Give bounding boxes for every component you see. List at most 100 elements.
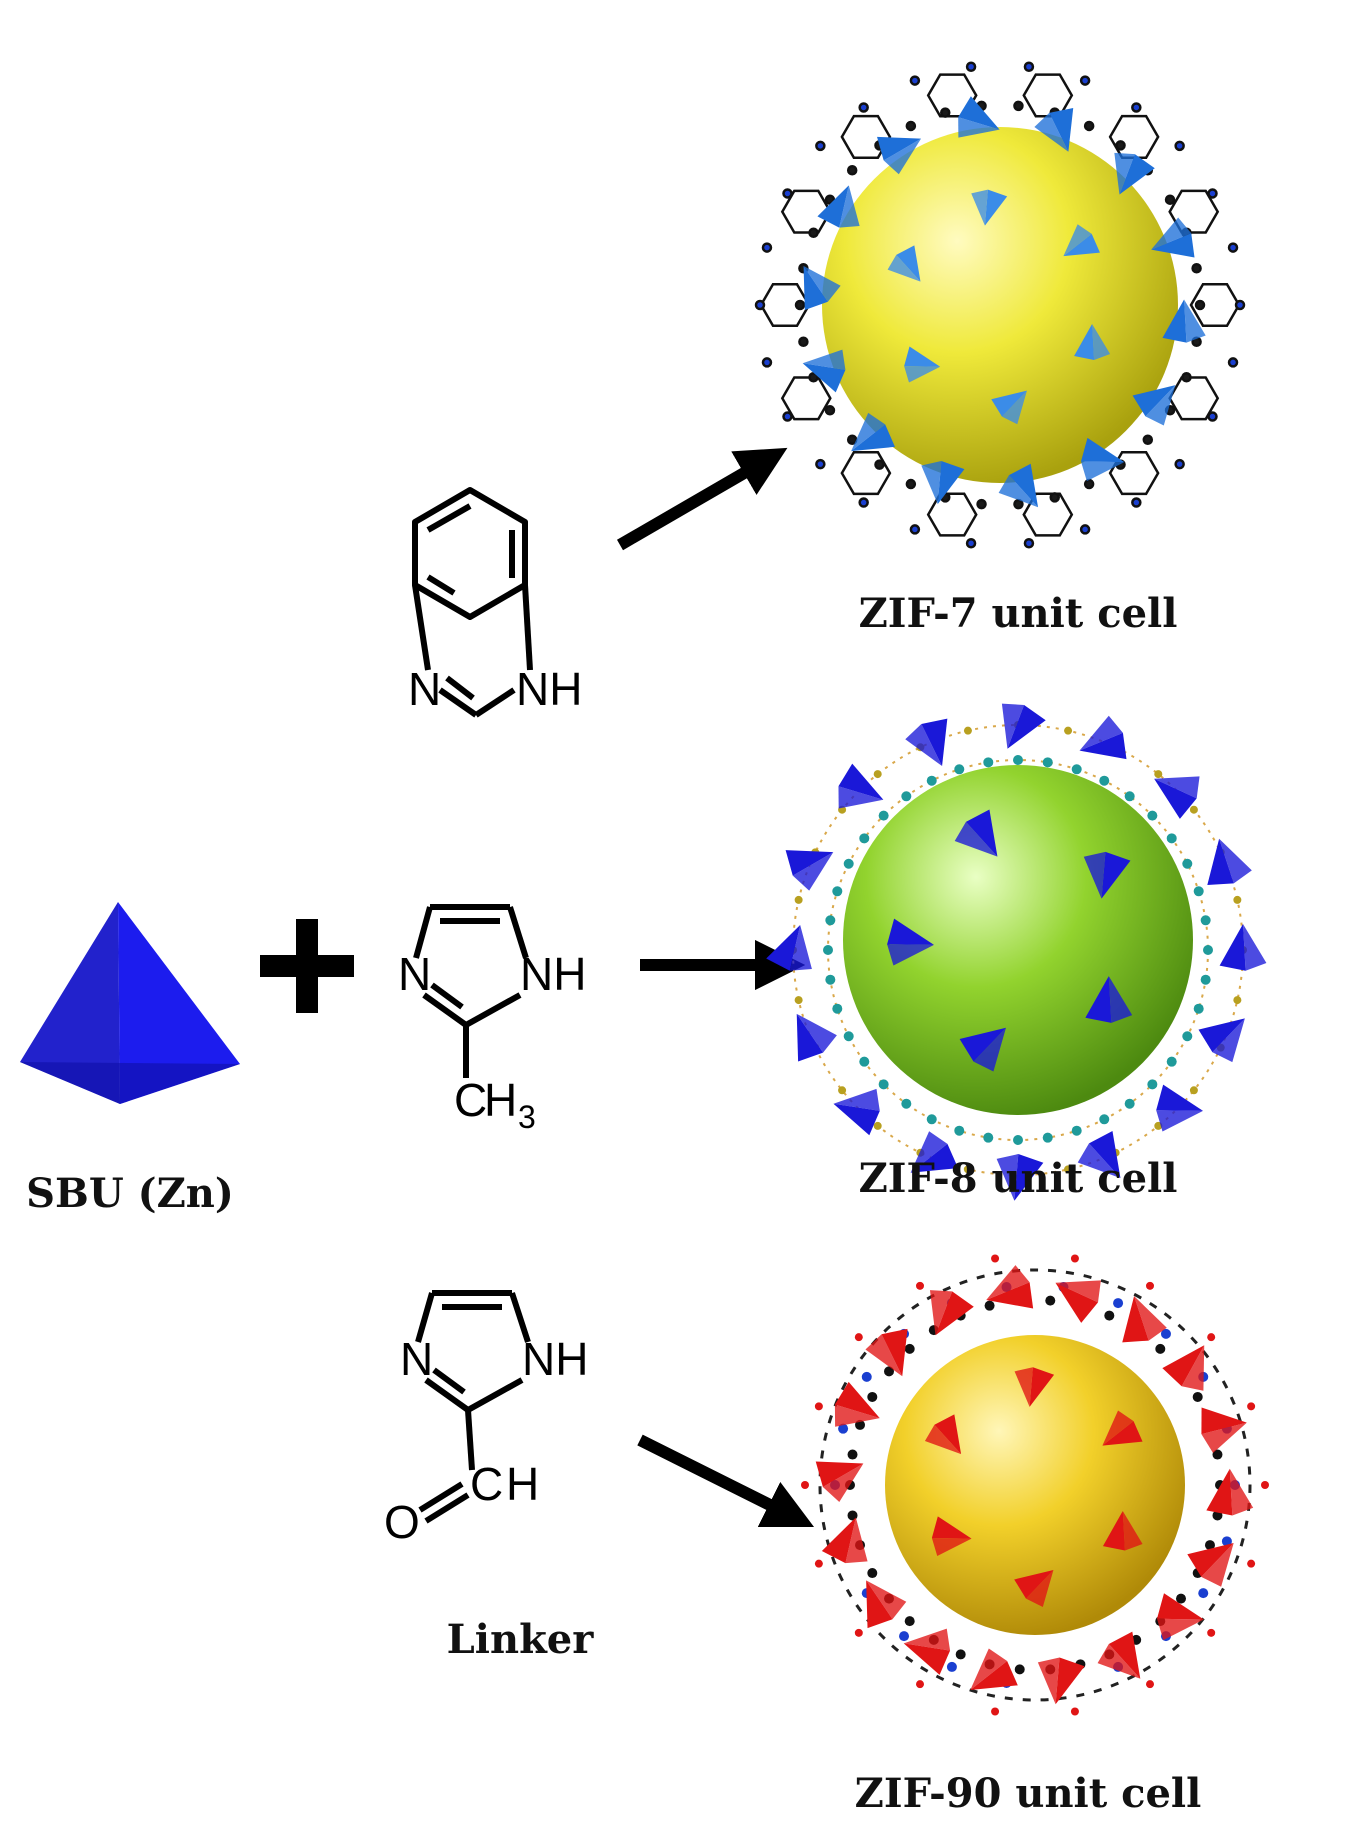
zif90-oxygen-atom (1207, 1628, 1216, 1637)
zif8-atom (1182, 858, 1193, 869)
zif8-atom (1200, 974, 1211, 985)
zif90-oxygen-atom (1070, 1707, 1079, 1716)
zif90-nitrogen-atom (1160, 1328, 1171, 1339)
zif90-oxygen-atom (854, 1628, 863, 1637)
zif7-atom (874, 459, 885, 470)
zif90-tetrahedron (929, 1290, 974, 1336)
zif7-atom (798, 336, 809, 347)
benzimidazole-structure (412, 487, 533, 718)
zif90-atom (847, 1449, 858, 1460)
arrow-to-zif90 (637, 1434, 815, 1528)
zif8-tetrahedron (996, 1154, 1044, 1201)
zif8-atom (794, 996, 803, 1005)
zif8-atom (1064, 1165, 1073, 1174)
zif90-atom (1175, 1593, 1186, 1604)
zif7-atom (1181, 371, 1192, 383)
zif8-atom (1233, 895, 1242, 904)
zif90-tetrahedron (1187, 1543, 1234, 1587)
zif90-nitrogen-atom (861, 1371, 872, 1382)
zif90-sphere (885, 1335, 1185, 1635)
zif8-atom (878, 1079, 889, 1090)
zif8-tetrahedron (1077, 1131, 1121, 1179)
zif7-nitrogen-atom (1023, 538, 1035, 549)
atom-n-zif8: N (398, 948, 431, 1000)
zif8-tetrahedron (1156, 1084, 1204, 1132)
zif8-atom (1071, 1125, 1082, 1136)
zif7-atom (1049, 492, 1060, 503)
zif90-tetrahedron (1201, 1407, 1247, 1453)
zif8-tetrahedron (1154, 776, 1200, 819)
zif7-tetrahedron (971, 189, 1008, 226)
zif7-nitrogen-atom (858, 102, 869, 113)
zif90-oxygen-atom (1146, 1680, 1154, 1689)
zif7-tetrahedron (803, 265, 841, 310)
zif90-nitrogen-atom (1113, 1298, 1124, 1309)
zif7-tetrahedron (1063, 224, 1100, 257)
zif8-atom (859, 1056, 870, 1067)
zif8-atom (963, 1165, 972, 1174)
zif7-tetrahedron (1162, 299, 1206, 343)
zif8-atom (963, 726, 972, 735)
zif90-oxygen-atom (916, 1281, 924, 1290)
linker-label: Linker (446, 1616, 594, 1663)
zif90-atom (1204, 1540, 1215, 1551)
zif7-label: ZIF-7 unit cell (858, 590, 1178, 637)
zif7-nitrogen-atom (909, 524, 921, 535)
carboxaldehyde-imidazole-structure (415, 1290, 531, 1524)
atom-c-aldehyde: C (470, 1458, 503, 1510)
zif90-atom (1014, 1664, 1025, 1675)
zif8-tetrahedron (1085, 976, 1133, 1023)
zif90-nitrogen-atom (946, 1661, 957, 1672)
zif90-tetrahedron (1097, 1631, 1141, 1679)
zif90-atom (904, 1343, 915, 1354)
zif90-outer-ring (818, 1268, 1252, 1702)
zif8-atom (1200, 915, 1211, 926)
zif90-tetrahedron (903, 1628, 951, 1675)
zif8-atom (1124, 1098, 1135, 1109)
zif90-tetrahedron (1055, 1280, 1101, 1323)
zif8-atom (1193, 1003, 1204, 1014)
zif8-atom (1147, 810, 1158, 821)
zif7-atom (1191, 263, 1202, 274)
zif7-atom (808, 371, 819, 383)
zif90-oxygen-atom (991, 1707, 1000, 1716)
zif8-atom (873, 770, 882, 779)
zif7-nitrogen-atom (761, 357, 773, 368)
zif7-nitrogen-atom (1079, 524, 1091, 535)
zif90-atom (855, 1419, 866, 1430)
atom-o-aldehyde: O (384, 1496, 420, 1548)
zif8-atom (832, 1003, 843, 1014)
zif7-sphere (822, 127, 1178, 483)
zif7-nitrogen-atom (1023, 61, 1035, 72)
zif8-atom (1189, 1086, 1198, 1095)
zif7-benzene-ring (1108, 451, 1160, 496)
zif8-atom (901, 1098, 912, 1109)
zif7-atom (905, 120, 917, 132)
zif90-atom (1155, 1343, 1166, 1354)
zif90-unit-cell (801, 1254, 1269, 1716)
zif7-tetrahedron (921, 461, 965, 505)
zif8-atom (1013, 755, 1023, 765)
zif90-nitrogen-atom (899, 1631, 910, 1642)
zif7-benzene-ring (840, 114, 892, 159)
zif7-tetrahedron (1034, 107, 1074, 152)
zif7-atom (940, 107, 951, 118)
atom-c-methyl: C (454, 1074, 487, 1126)
zif7-tetrahedron (887, 245, 921, 282)
zif8-atom (823, 945, 833, 955)
zif8-tetrahedron (905, 718, 948, 767)
zif7-tetrahedron (904, 346, 941, 383)
zif7-atom (1083, 478, 1095, 490)
zif8-tetrahedron (1198, 1018, 1245, 1063)
zif8-atom (1182, 1031, 1193, 1042)
zif7-atom (1083, 120, 1095, 132)
zif8-atom (983, 757, 994, 768)
zif7-nitrogen-atom (1227, 357, 1239, 368)
atom-nh-zif7: NH (516, 663, 582, 715)
zif90-oxygen-atom (1207, 1333, 1216, 1342)
zif7-atom (846, 434, 858, 445)
zif8-tetrahedron (910, 1131, 959, 1173)
zif90-oxygen-atom (1146, 1281, 1154, 1290)
zif90-tetrahedron (834, 1381, 880, 1427)
